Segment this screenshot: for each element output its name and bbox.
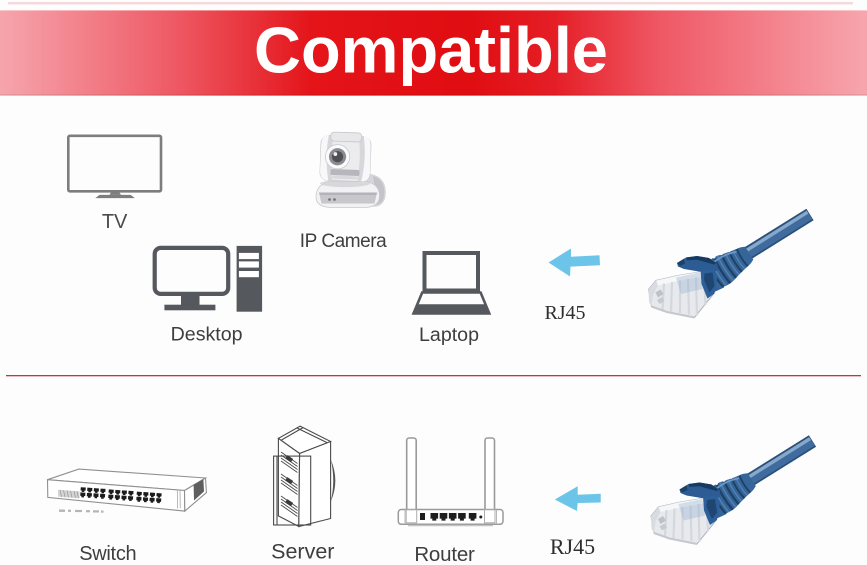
svg-text:Desktop: Desktop	[171, 323, 243, 345]
svg-text:RJ45: RJ45	[544, 302, 585, 324]
svg-text:Laptop: Laptop	[419, 324, 479, 346]
svg-text:IP Camera: IP Camera	[300, 231, 387, 252]
svg-text:Server: Server	[271, 540, 334, 564]
svg-text:Router: Router	[414, 543, 475, 565]
svg-text:Compatible: Compatible	[254, 14, 608, 87]
svg-text:Switch: Switch	[79, 543, 136, 565]
svg-text:TV: TV	[102, 211, 128, 233]
svg-text:RJ45: RJ45	[550, 534, 595, 559]
